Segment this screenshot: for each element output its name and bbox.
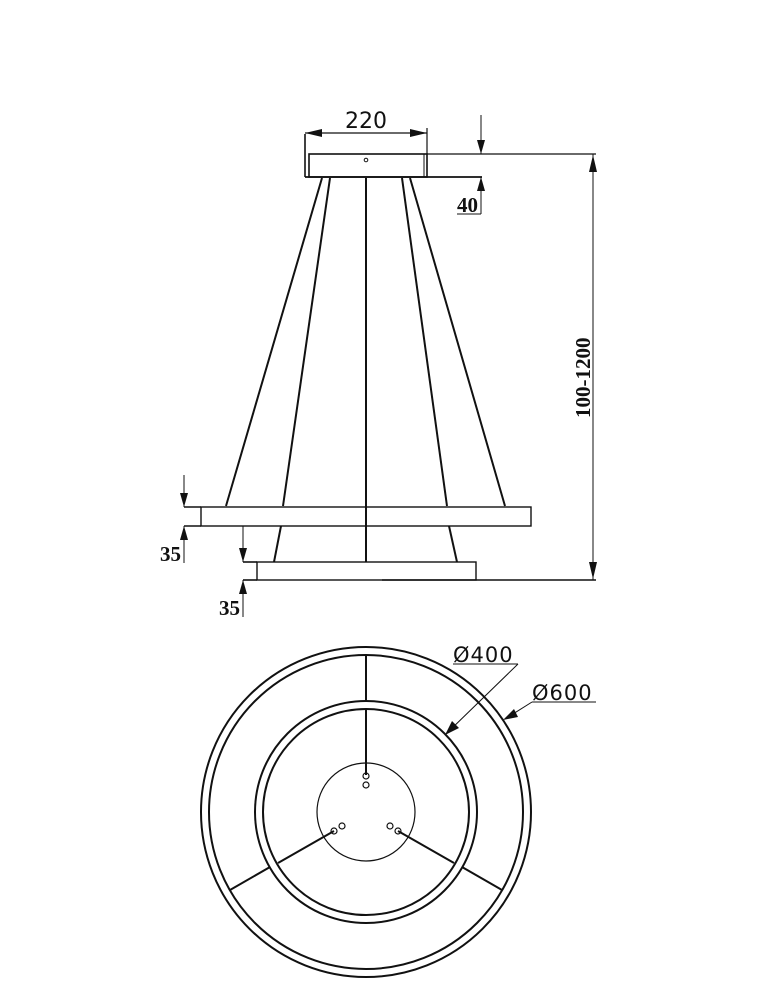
upper-ring-thickness-dimension: 35 (160, 475, 201, 566)
plan-view: Ø400 Ø600 (200, 643, 596, 978)
inner-diameter-label: Ø400 (453, 643, 514, 667)
arrow-up-icon (180, 526, 188, 540)
arrow-icon (445, 721, 459, 735)
suspension-height-label: 100-1200 (571, 338, 595, 419)
canopy-outline (316, 762, 416, 862)
lower-ring-side (256, 561, 477, 581)
arrow-up-icon (477, 177, 485, 191)
suspension-height-dimension: 100-1200 (382, 154, 597, 581)
support-spokes (229, 655, 503, 891)
arrow-down-icon (239, 548, 247, 562)
outer-diameter-dimension: Ø600 (503, 681, 596, 720)
elevation-view: 220 40 (160, 109, 597, 620)
cable-attachments (330, 772, 402, 835)
arrow-left-icon (305, 129, 322, 137)
canopy-height-dimension: 40 (457, 115, 485, 217)
arrow-down-icon (477, 140, 485, 154)
arrow-up-icon (589, 155, 597, 172)
outer-diameter-label: Ø600 (532, 681, 593, 705)
canopy-height-label: 40 (457, 193, 478, 217)
outer-ring-outer-edge (200, 646, 532, 978)
arrow-right-icon (410, 129, 427, 137)
upper-ring-thickness-label: 35 (160, 542, 181, 566)
lower-ring-thickness-label: 35 (219, 596, 240, 620)
arrow-icon (503, 709, 518, 720)
arrow-down-icon (589, 562, 597, 579)
canopy-width-dimension: 220 (305, 109, 428, 154)
canopy (304, 134, 428, 178)
suspension-cables (225, 177, 506, 563)
inner-diameter-dimension: Ø400 (445, 643, 519, 735)
arrow-down-icon (180, 493, 188, 507)
outer-ring-inner-edge (208, 654, 524, 970)
canopy-width-label: 220 (345, 109, 387, 134)
upper-ring-side (200, 506, 532, 527)
lower-ring-thickness-dimension: 35 (219, 526, 257, 620)
arrow-up-icon (239, 580, 247, 594)
